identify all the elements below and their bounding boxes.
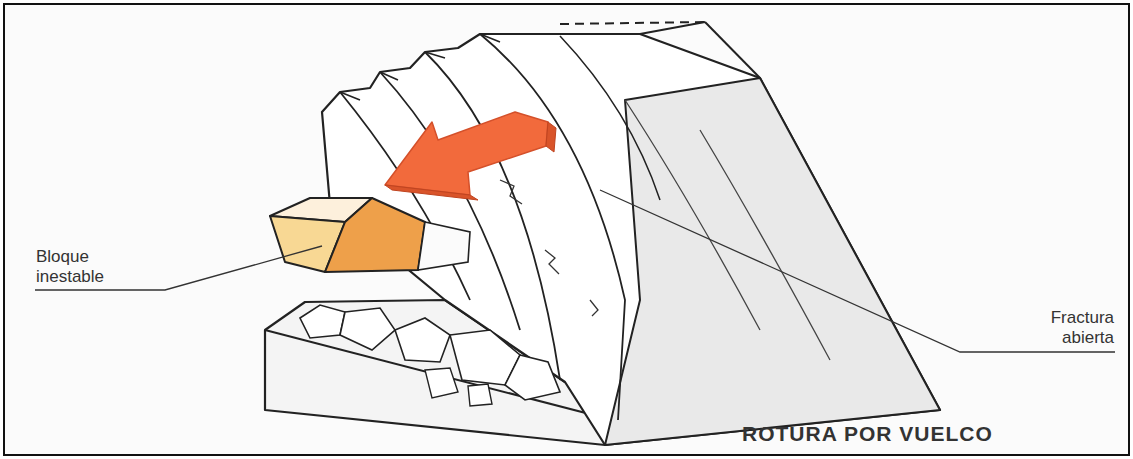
rubble [340, 308, 395, 350]
block-tail [418, 222, 470, 270]
layer-joint [380, 72, 520, 330]
callout-label: Bloque inestable [36, 247, 156, 286]
rubble [468, 384, 492, 406]
rubble [425, 368, 458, 398]
frame [4, 4, 1129, 455]
arrow-side [385, 185, 478, 200]
layer-joint [625, 100, 760, 330]
slope-body [322, 34, 940, 445]
top-edge [640, 22, 705, 34]
rubble [395, 318, 450, 362]
hidden-edge [560, 22, 705, 24]
arrow-side [546, 122, 556, 152]
rubble [505, 355, 560, 400]
crack [500, 180, 598, 316]
rubble [300, 305, 345, 338]
layer-joint [700, 130, 830, 360]
leader-line [600, 190, 1115, 352]
movement-arrow [385, 112, 548, 195]
layer-joint [425, 52, 560, 380]
block-face [325, 198, 425, 272]
layer-joint [560, 36, 660, 200]
leader-line [35, 246, 322, 290]
step-edge [340, 34, 500, 100]
top-edge [705, 22, 760, 78]
diagram-title: ROTURA POR VUELCO [742, 422, 1122, 446]
side-face [605, 78, 940, 445]
callout-label: Fractura abierta [1010, 308, 1114, 347]
